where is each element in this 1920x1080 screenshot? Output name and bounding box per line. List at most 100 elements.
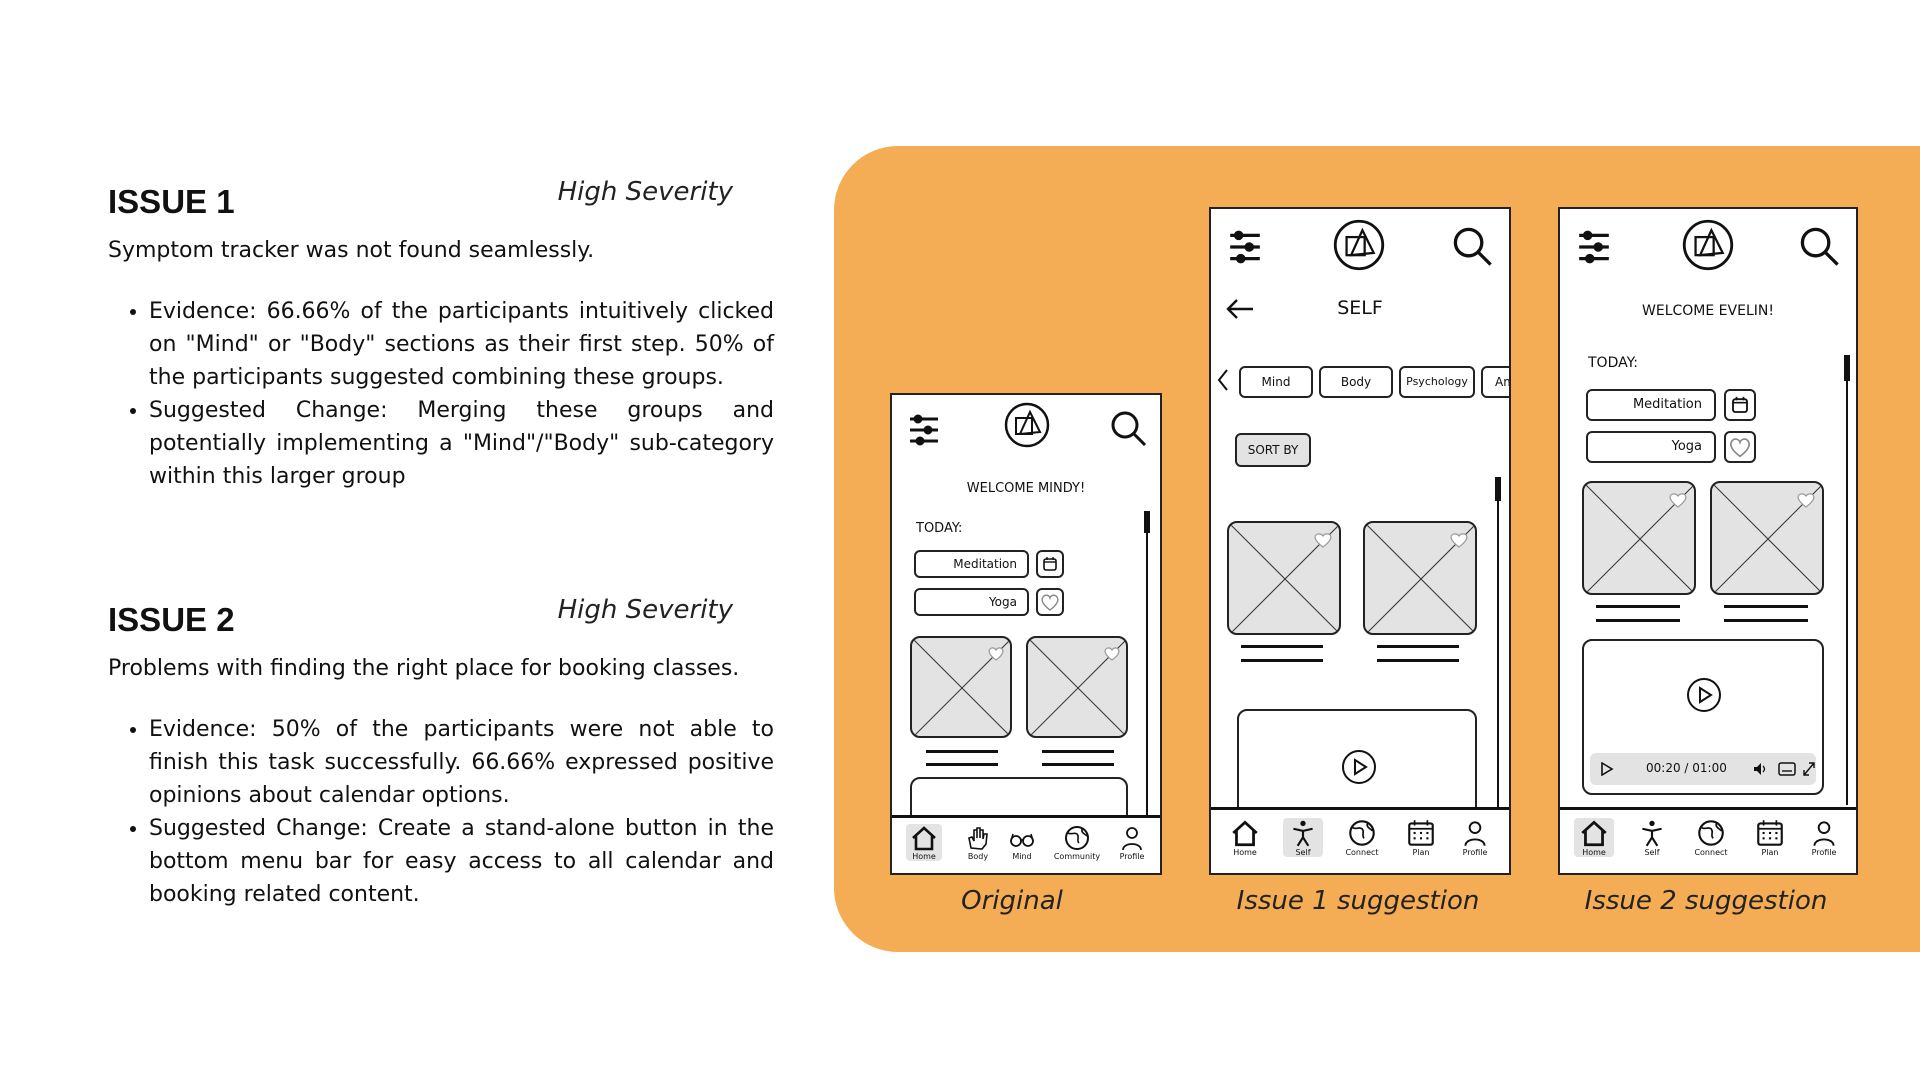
content-card-image[interactable] xyxy=(1227,521,1341,635)
activity-yoga[interactable]: Yoga xyxy=(1586,431,1716,463)
home-icon xyxy=(1232,820,1258,847)
home-icon xyxy=(1581,820,1607,847)
heart-icon[interactable] xyxy=(1036,588,1064,616)
nav-plan[interactable]: Plan xyxy=(1750,818,1790,857)
video-card[interactable] xyxy=(1237,709,1477,819)
content-card-image[interactable] xyxy=(1710,481,1824,595)
filter-icon[interactable] xyxy=(1227,229,1263,265)
bullet-suggested-change: Suggested Change: Merging these groups a… xyxy=(149,394,774,493)
today-label: TODAY: xyxy=(916,521,963,536)
logo-icon xyxy=(1682,219,1734,271)
captions-icon[interactable] xyxy=(1778,761,1796,777)
content-card-image[interactable] xyxy=(910,636,1012,738)
issue-title: ISSUE 2 xyxy=(108,601,235,638)
globe-icon xyxy=(1349,820,1375,846)
activity-meditation[interactable]: Meditation xyxy=(1586,389,1716,421)
nav-profile[interactable]: Profile xyxy=(1804,818,1844,857)
filter-chip-mind[interactable]: Mind xyxy=(1239,366,1313,398)
phone-original: WELCOME MINDY! TODAY: Meditation Yoga Ho… xyxy=(890,393,1162,875)
filter-chip-body[interactable]: Body xyxy=(1319,366,1393,398)
search-icon[interactable] xyxy=(1109,409,1149,449)
nav-label: Home xyxy=(1582,848,1606,857)
calendar-icon[interactable] xyxy=(1036,550,1064,578)
issue-bullets: Evidence: 66.66% of the participants int… xyxy=(108,295,774,493)
nav-home[interactable]: Home xyxy=(1225,818,1265,857)
page-title: SELF xyxy=(1337,297,1383,319)
issue-bullets: Evidence: 50% of the participants were n… xyxy=(108,713,774,911)
scrollbar[interactable] xyxy=(1146,511,1148,841)
fullscreen-icon[interactable] xyxy=(1802,761,1816,777)
text-placeholder-line xyxy=(1377,645,1459,648)
play-icon[interactable] xyxy=(1341,749,1377,785)
search-icon[interactable] xyxy=(1451,225,1495,269)
nav-connect[interactable]: Connect xyxy=(1337,818,1387,857)
video-controls: 00:20 / 01:00 xyxy=(1590,753,1816,785)
nav-profile[interactable]: Profile xyxy=(1455,818,1495,857)
nav-home[interactable]: Home xyxy=(1574,818,1614,857)
profile-icon xyxy=(1813,821,1835,847)
text-placeholder-line xyxy=(1042,750,1114,753)
nav-profile[interactable]: Profile xyxy=(1114,824,1150,861)
nav-label: Plan xyxy=(1761,848,1779,857)
text-placeholder-line xyxy=(1241,645,1323,648)
filter-chip-more[interactable]: Am xyxy=(1481,366,1509,398)
scrollbar-thumb[interactable] xyxy=(1144,511,1150,533)
bottom-nav: Home Body Mind Community Profile xyxy=(892,815,1160,873)
nav-mind[interactable]: Mind xyxy=(1004,824,1040,861)
nav-body[interactable]: Body xyxy=(960,824,996,861)
nav-label: Connect xyxy=(1694,848,1728,857)
nav-label: Body xyxy=(967,852,989,861)
volume-icon[interactable] xyxy=(1752,761,1768,777)
scrollbar[interactable] xyxy=(1497,477,1499,817)
text-placeholder-line xyxy=(1241,659,1323,662)
scrollbar-thumb[interactable] xyxy=(1495,477,1501,501)
nav-home[interactable]: Home xyxy=(906,824,942,861)
nav-label: Profile xyxy=(1462,848,1488,857)
chevron-left-icon[interactable] xyxy=(1215,367,1231,393)
logo-icon xyxy=(1333,219,1385,271)
text-placeholder-line xyxy=(1042,763,1114,766)
filter-icon[interactable] xyxy=(908,413,940,447)
play-icon[interactable] xyxy=(1686,677,1722,713)
nav-label: Self xyxy=(1295,848,1311,857)
hand-icon xyxy=(968,827,988,850)
glasses-icon xyxy=(1010,833,1034,847)
globe-icon xyxy=(1698,820,1724,846)
nav-connect[interactable]: Connect xyxy=(1686,818,1736,857)
person-icon xyxy=(1642,820,1662,847)
nav-plan[interactable]: Plan xyxy=(1401,818,1441,857)
content-card-image[interactable] xyxy=(1363,521,1477,635)
filter-chip-psychology[interactable]: Psychology xyxy=(1399,366,1475,398)
activity-meditation[interactable]: Meditation xyxy=(914,550,1029,578)
nav-label: Home xyxy=(1233,848,1257,857)
nav-self[interactable]: Self xyxy=(1632,818,1672,857)
scrollbar-thumb[interactable] xyxy=(1844,355,1850,381)
content-card-image[interactable] xyxy=(1026,636,1128,738)
profile-icon xyxy=(1122,827,1142,851)
caption-issue2: Issue 2 suggestion xyxy=(1584,886,1828,916)
calendar-icon[interactable] xyxy=(1724,389,1756,421)
nav-self[interactable]: Self xyxy=(1283,818,1323,857)
issue-title: ISSUE 1 xyxy=(108,183,235,220)
nav-label: Mind xyxy=(1012,852,1032,861)
content-card-image[interactable] xyxy=(1582,481,1696,595)
bottom-nav: Home Self Connect Plan Profile xyxy=(1560,807,1856,873)
filter-icon[interactable] xyxy=(1576,229,1612,265)
severity-label: High Severity xyxy=(557,595,733,625)
scrollbar[interactable] xyxy=(1846,355,1848,805)
globe-icon xyxy=(1065,826,1089,850)
home-icon xyxy=(912,826,936,851)
back-arrow-icon[interactable] xyxy=(1225,297,1255,321)
nav-label: Profile xyxy=(1119,852,1145,861)
phone-issue1-suggestion: SELF Mind Body Psychology Am SORT BY Hom… xyxy=(1209,207,1511,875)
text-placeholder-line xyxy=(926,763,998,766)
activity-yoga[interactable]: Yoga xyxy=(914,588,1029,616)
nav-community[interactable]: Community xyxy=(1052,824,1102,861)
play-small-icon[interactable] xyxy=(1600,762,1614,776)
heart-icon[interactable] xyxy=(1724,431,1756,463)
search-icon[interactable] xyxy=(1798,225,1842,269)
sort-by-button[interactable]: SORT BY xyxy=(1235,433,1311,467)
video-player[interactable]: 00:20 / 01:00 xyxy=(1582,639,1824,795)
text-placeholder-line xyxy=(1377,659,1459,662)
text-placeholder-line xyxy=(1724,605,1808,608)
